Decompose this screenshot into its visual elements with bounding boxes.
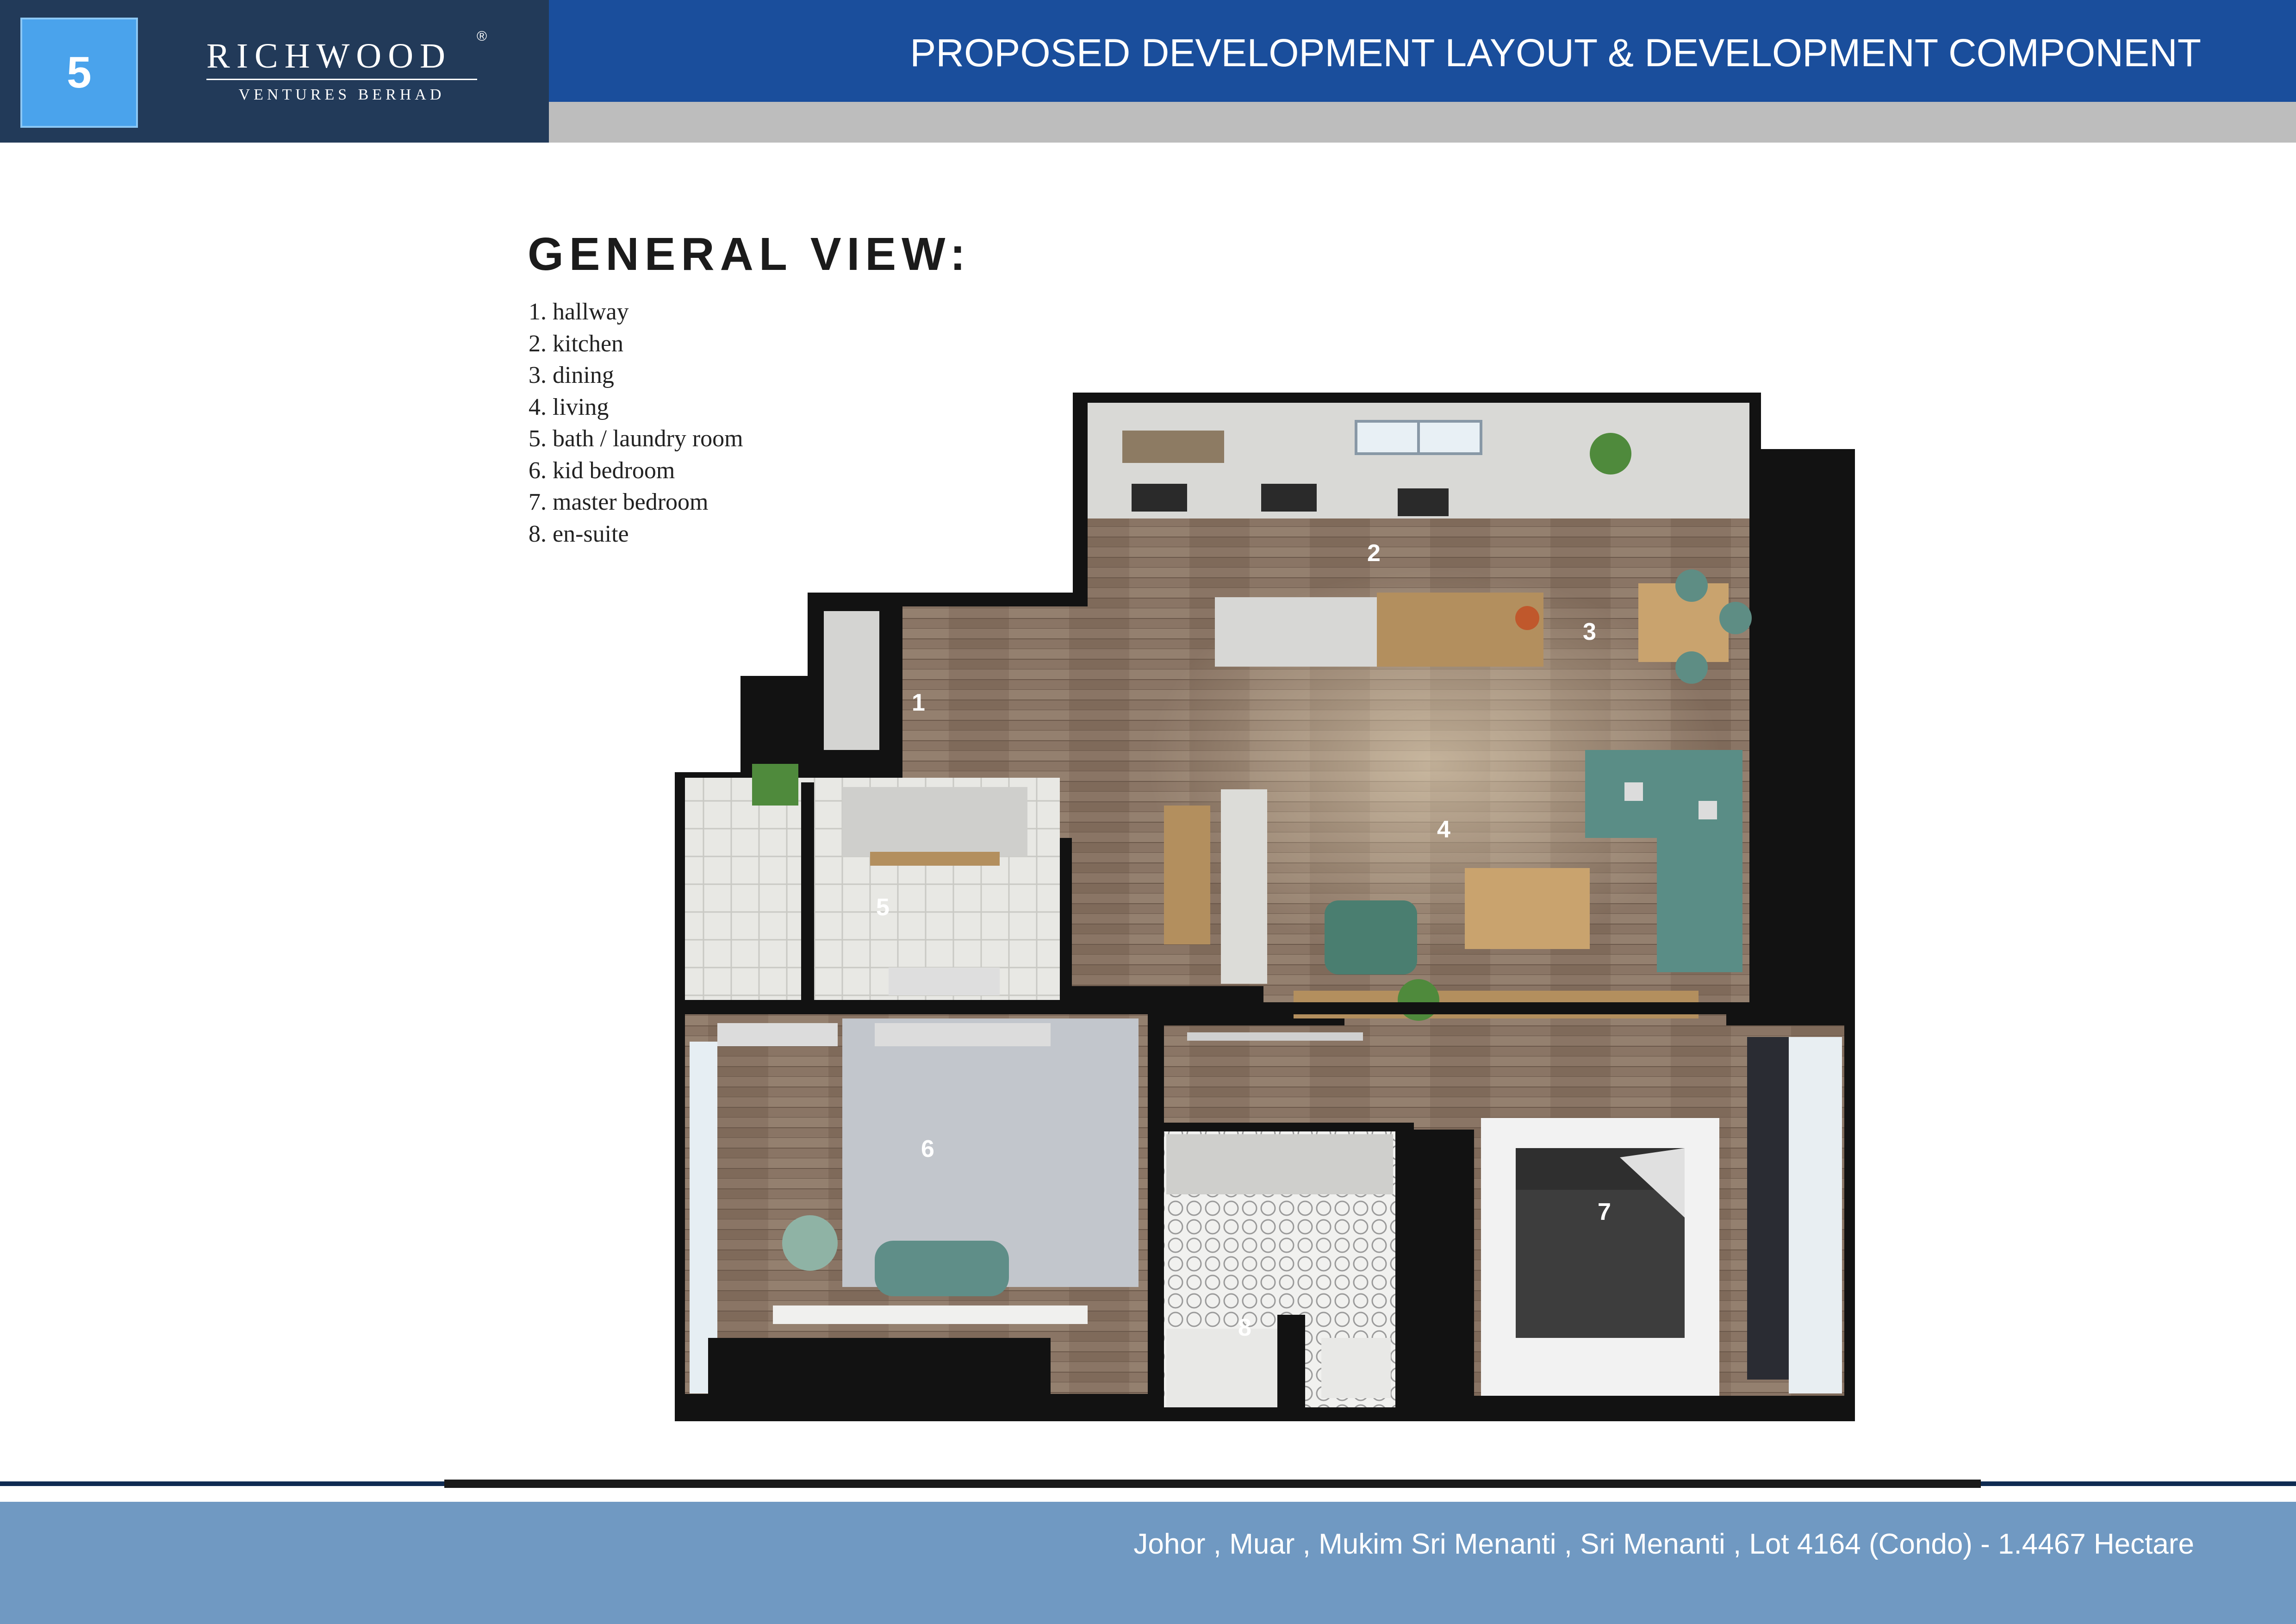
legend-item: 4. living xyxy=(529,394,609,420)
legend-item: 3. dining xyxy=(529,362,614,388)
page-number-badge: 5 xyxy=(20,18,138,128)
work-counter xyxy=(1221,789,1267,984)
brand-name: RICHWOOD xyxy=(206,37,452,75)
brand-divider xyxy=(206,79,477,80)
legend-item: 1. hallway xyxy=(529,299,629,325)
room-legend: 1. hallway 2. kitchen 3. dining 4. livin… xyxy=(529,296,743,550)
master-bedroom xyxy=(1164,1025,1844,1123)
page-title: PROPOSED DEVELOPMENT LAYOUT & DEVELOPMEN… xyxy=(910,31,2201,75)
room-label: 6 xyxy=(921,1136,934,1162)
room-label: 5 xyxy=(876,894,890,921)
legend-item: 6. kid bedroom xyxy=(529,457,675,484)
room-label: 2 xyxy=(1367,540,1381,567)
armchair xyxy=(1325,900,1417,974)
registered-mark: ® xyxy=(477,29,487,44)
footer-band xyxy=(0,1502,2296,1624)
brand-subtitle: VENTURES BERHAD xyxy=(238,86,445,103)
hallway-cabinet xyxy=(824,611,879,750)
footer-rule-accent xyxy=(444,1480,1981,1488)
room-label: 7 xyxy=(1598,1199,1611,1225)
floor-plan-illustration xyxy=(675,393,1855,1421)
room-label: 4 xyxy=(1437,816,1450,843)
header-accent-stripe xyxy=(549,102,2296,143)
room-label: 8 xyxy=(1238,1314,1251,1341)
legend-item: 7. master bedroom xyxy=(529,489,709,515)
general-view-heading: GENERAL VIEW: xyxy=(528,228,971,280)
room-label: 1 xyxy=(912,689,925,716)
footer-location: Johor , Muar , Mukim Sri Menanti , Sri M… xyxy=(1133,1528,2194,1560)
logo-panel: 5 RICHWOOD ® VENTURES BERHAD xyxy=(0,0,549,143)
room-label: 3 xyxy=(1583,618,1596,645)
coffee-table xyxy=(1465,868,1590,949)
legend-item: 8. en-suite xyxy=(529,520,629,547)
legend-item: 5. bath / laundry room xyxy=(529,425,743,452)
kid-bed-base xyxy=(773,1305,1088,1324)
kitchen-island xyxy=(1215,597,1407,667)
legend-item: 2. kitchen xyxy=(529,330,624,357)
